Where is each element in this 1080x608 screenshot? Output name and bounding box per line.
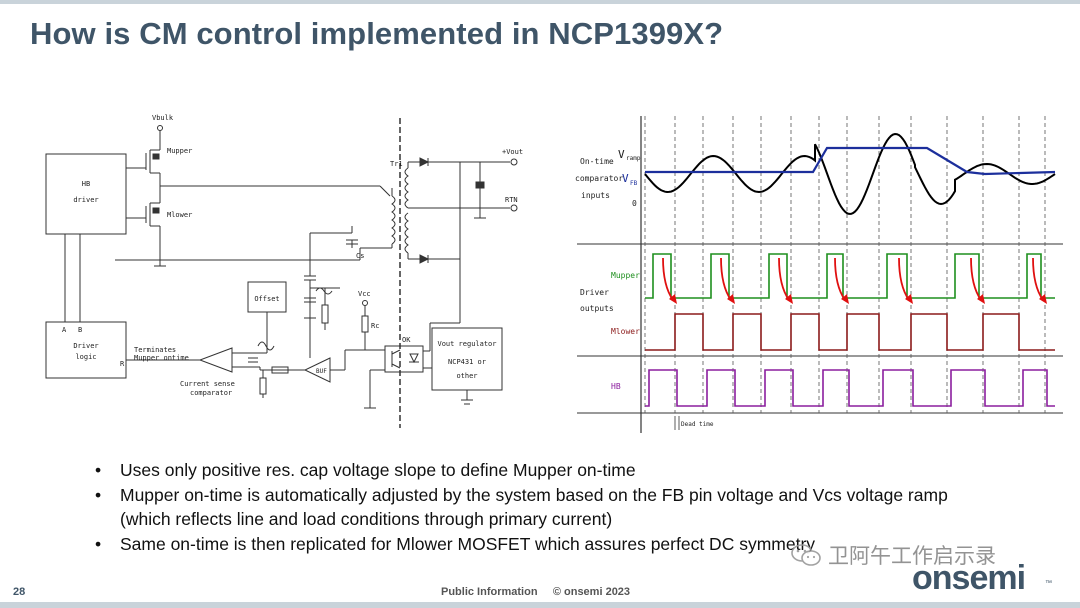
driver-logic-b-label: B: [78, 326, 82, 334]
vout-regulator-label-2: NCP431 or: [448, 358, 486, 366]
onsemi-logo: onsemi: [912, 559, 1026, 597]
ontime-label-3: inputs: [581, 191, 610, 200]
top-accent-bar: [0, 0, 1080, 4]
timing-arrowhead: [841, 294, 849, 304]
ramp-waveform: [644, 132, 1056, 215]
footer-classification: Public Information: [441, 586, 538, 598]
driver-outputs-label: Driver: [580, 288, 609, 297]
watermark-text: 卫阿午工作启示录: [828, 545, 996, 568]
rtn-label: RTN: [505, 196, 518, 204]
vramp-label: V: [618, 148, 625, 161]
vcc-label: Vcc: [358, 290, 371, 298]
footer-info: Public Information © onsemi 2023: [441, 586, 630, 598]
bottom-accent-bar: [0, 602, 1080, 608]
terminates-label-2: Mupper ontime: [134, 354, 189, 362]
timing-arrowhead: [727, 294, 735, 304]
mlower-waveform: [645, 313, 1055, 351]
mlower-label: Mlower: [167, 211, 192, 219]
mupper-wave-label: Mupper: [611, 271, 640, 280]
hb-wave-label: HB: [611, 382, 621, 391]
hb-driver-label: HB: [82, 180, 90, 188]
timing-arrowhead: [1039, 294, 1047, 304]
zero-label: 0: [632, 199, 637, 208]
terminates-label: Terminates: [134, 346, 176, 354]
hb-waveform: [645, 369, 1055, 407]
timing-arrowhead: [785, 294, 793, 304]
ok-label: OK: [402, 336, 411, 344]
footer-copyright: © onsemi 2023: [552, 586, 631, 598]
driver-logic-a-label: A: [62, 326, 67, 334]
vout-plus-label: +Vout: [502, 148, 523, 156]
watermark: 卫阿午工作启示录: [790, 540, 996, 570]
mupper-waveform: [645, 253, 1055, 299]
timing-arrowhead: [669, 294, 677, 304]
timing-arrowhead: [905, 294, 913, 304]
vout-regulator-label: Vout regulator: [437, 340, 496, 348]
driver-logic-r-label: R: [120, 360, 125, 368]
mlower-wave-label: Mlower: [611, 327, 640, 336]
cs-label: Cs: [356, 252, 364, 260]
ontime-label-2: comparator: [575, 174, 623, 183]
bullet-item: Uses only positive res. cap voltage slop…: [95, 458, 995, 483]
waveform-diagram: On-time comparator inputs V ramp V FB 0 …: [575, 116, 1063, 433]
mupper-label: Mupper: [167, 147, 192, 155]
current-sense-label-2: comparator: [190, 389, 232, 397]
tr1-label: Tr1: [390, 160, 403, 168]
driver-logic-label-2: logic: [75, 353, 96, 361]
hb-driver-label-2: driver: [73, 196, 98, 204]
vramp-subscript: ramp: [626, 155, 641, 162]
slide-title: How is CM control implemented in NCP1399…: [30, 16, 724, 51]
logo-trademark: ™: [1045, 580, 1052, 587]
bullet-list: Uses only positive res. cap voltage slop…: [95, 458, 995, 556]
vfb-subscript: FB: [630, 180, 638, 187]
wechat-icon: [791, 544, 821, 566]
current-sense-label: Current sense: [180, 380, 235, 388]
driver-logic-label: Driver: [73, 342, 98, 350]
ontime-label: On-time: [580, 157, 614, 166]
waveform-traces: [644, 116, 1056, 413]
bullet-item: Same on-time is then replicated for Mlow…: [95, 532, 995, 557]
offset-label: Offset: [254, 295, 279, 303]
slide-number: 28: [13, 586, 26, 598]
rc-label: Rc: [371, 322, 379, 330]
bullet-item: Mupper on-time is automatically adjusted…: [95, 483, 995, 532]
driver-outputs-label-2: outputs: [580, 304, 614, 313]
vfb-waveform: [645, 146, 1056, 176]
timing-arrowhead: [977, 294, 985, 304]
buf-label: BUF: [316, 368, 327, 375]
vfb-label: V: [622, 172, 629, 185]
vbulk-label: Vbulk: [152, 114, 174, 122]
vout-regulator-label-3: other: [456, 372, 477, 380]
dead-time-label: Dead time: [681, 421, 714, 428]
ncp1399-schematic: HB driver Vbulk Mupper Mlower Cs Tr1: [45, 114, 523, 428]
